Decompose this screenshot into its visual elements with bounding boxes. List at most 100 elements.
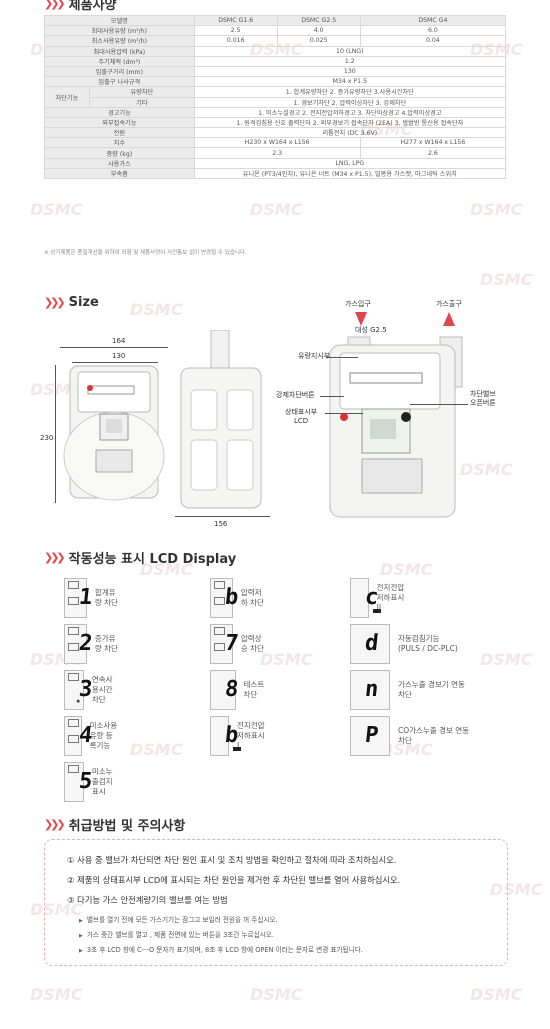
cell: 리튬전지 (DC 3.6V) — [193, 127, 507, 139]
triangle-bullet-icon: ▶ — [79, 948, 83, 954]
label-gas-outlet: 가스출구 — [436, 300, 462, 308]
dimension-230: 230 — [40, 434, 54, 442]
watermark-logo: DSMC — [30, 900, 83, 919]
cell: M34 x P1.5 — [193, 76, 507, 88]
table-row: 기타 1. 경보기차단 2. 압력이상차단 3. 강제차단 — [45, 96, 507, 108]
row-label: 치수 — [44, 137, 195, 149]
meter-name-plate: 대성 G2.5 — [355, 326, 387, 334]
lcd-item: 7 압력상승 차단 — [210, 624, 265, 664]
howto-subline-text: 밸브를 열기 전에 모든 가스기기는 잠그고 보일러 전원을 꺼 주십시오. — [86, 916, 278, 924]
watermark-logo: DSMC — [480, 270, 533, 289]
cell: LNG, LPG — [193, 157, 507, 169]
watermark-logo: DSMC — [380, 560, 433, 579]
cell: 1. 경보기차단 2. 압력이상차단 3. 강제차단 — [193, 96, 507, 108]
lcd-item: c 전지전압 저하표시 II — [350, 578, 405, 618]
howto-subline-text: 3초 후 LCD 창에 C---O 문자가 표기되며, 8초 후 LCD 창에 … — [86, 946, 363, 954]
lcd-item: 2 증가유량 차단 — [64, 624, 119, 664]
howto-subline-text: 가스 중간 밸브를 열고 , 제품 전면에 있는 버튼을 3초간 누르십시오. — [86, 931, 274, 939]
cell: 0.025 — [276, 35, 361, 47]
watermark-logo: DSMC — [470, 985, 523, 1004]
lcd-tag — [68, 643, 79, 651]
cell: 1.2 — [193, 55, 507, 67]
table-row: 경고기능 1. 미소누설경고 2. 전지전압저하경고 3. 차단이상경고 4.압… — [44, 106, 507, 118]
table-row: 부속품 유니온 (PT3/4인치), 유니온 너트 (M34 x P1.5), … — [44, 167, 507, 180]
watermark-logo: DSMC — [30, 985, 83, 1004]
table-row: 입출구 나사규격 M34 x P1.5 — [44, 76, 507, 88]
lcd-digit: 7 — [223, 631, 240, 656]
table-row: 사용가스 LNG, LPG — [44, 157, 507, 169]
leader-line — [320, 396, 344, 397]
watermark-logo: DSMC — [250, 985, 303, 1004]
lcd-description: 전지전압 저하표시 I — [237, 720, 265, 751]
watermark-logo: DSMC — [130, 740, 183, 759]
chevron-icon: ❯❯❯ — [44, 0, 66, 10]
lcd-panel: 7 — [210, 624, 240, 664]
lcd-description: 자동검침기능 (PULS / DC-PLC) — [398, 633, 458, 653]
lcd-item: n 가스누출 경보기 연동 차단 — [350, 670, 465, 710]
arrow-down-icon — [355, 312, 367, 326]
lcd-description: 미소누출검지 표시 — [91, 766, 113, 797]
label-valve-open: 차단밸브 오픈버튼 — [470, 390, 496, 407]
label-status-lcd: 상태표시부 LCD — [285, 408, 318, 425]
lcd-digit: b — [223, 585, 240, 610]
lcd-item: b 압력저하 차단 — [210, 578, 265, 618]
size-title: Size — [68, 295, 99, 310]
spec-section-heading: ❯❯❯ 제품사양 — [44, 0, 117, 13]
meter-3d-image — [329, 336, 463, 518]
dimension-line — [175, 516, 270, 517]
cell: 6.0 — [359, 25, 507, 37]
cell: H277 x W164 x L156 — [359, 137, 507, 149]
leader-line — [325, 413, 363, 414]
cell: 1. 원격검침용 신호 출력단자 2. 외부경보기 접속단자 (2EA) 3. … — [193, 116, 507, 129]
watermark-logo: DSMC — [490, 880, 543, 899]
cell: 유니온 (PT3/4인치), 유니온 너트 (M34 x P1.5), 밀봉용 … — [193, 167, 507, 180]
watermark-logo: DSMC — [260, 650, 313, 669]
lcd-description: 압력저하 차단 — [240, 587, 264, 607]
row-label: 전원 — [44, 127, 195, 139]
lcd-tag — [68, 581, 79, 589]
chevron-icon: ❯❯❯ — [44, 551, 66, 564]
dimension-line — [55, 365, 56, 503]
lcd-tag — [214, 627, 225, 635]
lcd-panel: 2 — [64, 624, 94, 664]
triangle-bullet-icon: ▶ — [79, 933, 83, 939]
battery-icon — [373, 609, 381, 613]
row-label: 최소사용유량 (m³/h) — [44, 35, 195, 47]
size-section-heading: ❯❯❯ Size — [44, 295, 99, 310]
lcd-digit: c — [363, 585, 380, 610]
lcd-side-mark: ■ — [76, 699, 80, 703]
cell: 10 (LNG) — [193, 45, 507, 57]
dimension-130: 130 — [112, 352, 126, 360]
lcd-digit: 8 — [223, 677, 240, 702]
chevron-icon: ❯❯❯ — [44, 818, 66, 831]
watermark-logo: DSMC — [140, 560, 193, 579]
howto-subline: ▶가스 중간 밸브를 열고 , 제품 전면에 있는 버튼을 3초간 누르십시오. — [79, 929, 274, 939]
cell: 1. 합계유량차단 2. 증가유량차단 3.사용시간차단 — [193, 86, 507, 98]
label-force-cutoff: 강제차단버튼 — [276, 391, 315, 399]
howto-subline: ▶3초 후 LCD 창에 C---O 문자가 표기되며, 8초 후 LCD 창에… — [79, 944, 363, 954]
table-row: 최대사용유량 (m³/h) 2.5 4.0 6.0 — [44, 25, 507, 37]
leader-line — [410, 404, 468, 405]
cell: 2.5 — [193, 25, 278, 37]
lcd-tag — [68, 673, 79, 681]
lcd-tag — [68, 627, 79, 635]
lcd-item: b 전지전압 저하표시 I — [210, 716, 265, 756]
spec-note: ※ 상기제품은 품질개선을 위하여 외형 및 제품사양이 사전통보 없이 변경될… — [44, 250, 247, 256]
lcd-description: 테스트차단 — [243, 679, 265, 699]
lcd-panel: 3■ — [64, 670, 94, 710]
watermark-logo: DSMC — [130, 300, 183, 319]
lcd-tag — [68, 735, 79, 743]
spec-header-cell: 모델명 — [44, 14, 195, 27]
meter-front-image — [63, 365, 165, 501]
arrow-up-icon — [443, 312, 455, 326]
lcd-description: 전지전압 저하표시 II — [376, 582, 405, 613]
row-label: 부속품 — [44, 167, 195, 180]
lcd-item: 8 테스트차단 — [210, 670, 265, 710]
row-label: 사용가스 — [44, 157, 195, 169]
row-label: 입출구 나사규격 — [44, 76, 195, 88]
lcd-digit: b — [223, 723, 240, 748]
row-label: 입출구거리 (mm) — [44, 65, 195, 78]
howto-box: ① 사용 중 밸브가 차단되면 차단 원인 표시 및 조치 방법을 확인하고 절… — [44, 839, 508, 966]
row-label: 중량 (kg) — [44, 147, 195, 159]
lcd-panel: n — [350, 670, 390, 710]
